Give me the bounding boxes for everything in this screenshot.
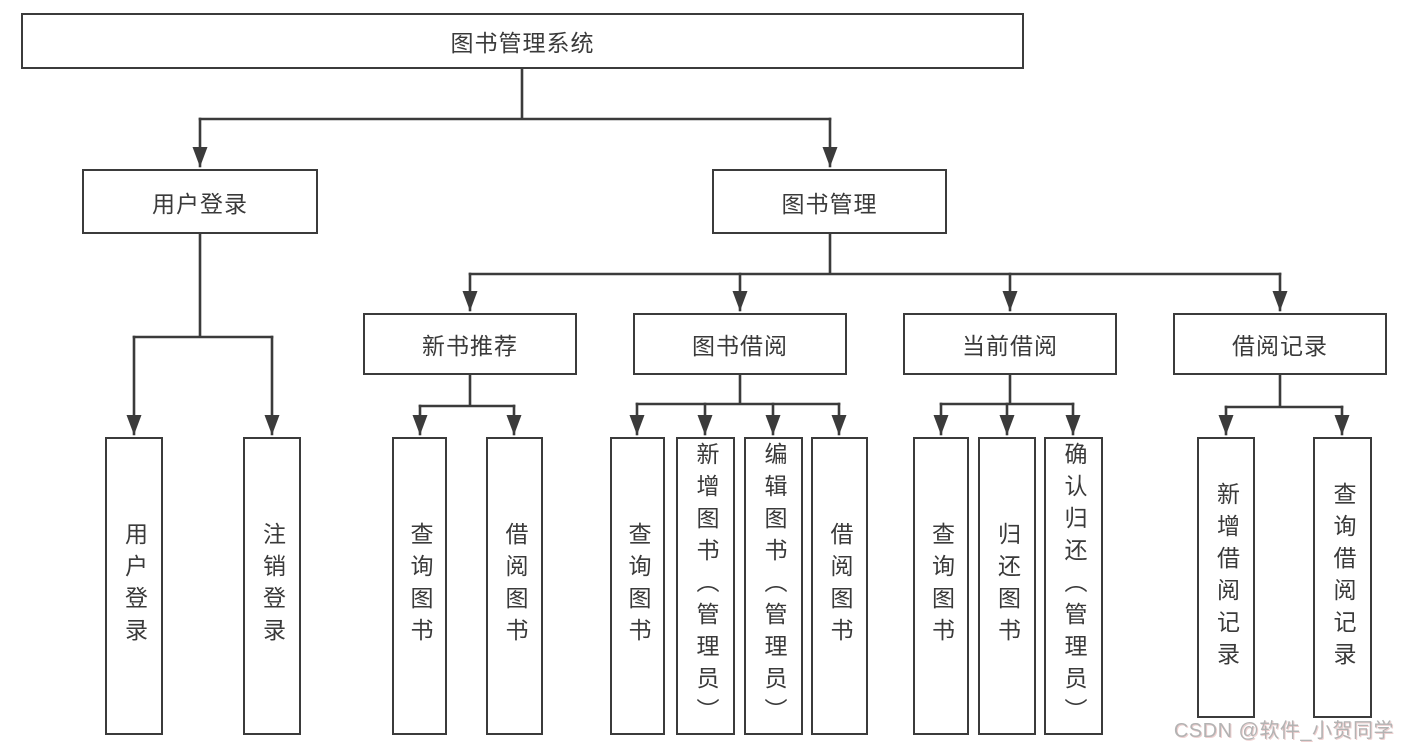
connector-group-user-login xyxy=(126,232,280,436)
node-label: 图书借阅 xyxy=(692,333,788,359)
node-book-management: 图书管理 xyxy=(712,169,947,234)
leaf-query-borrow-record: 查询借阅记录 xyxy=(1313,437,1372,718)
leaf-add-borrow-record: 新增借阅记录 xyxy=(1197,437,1255,718)
leaf-confirm-return-admin: 确认归还（管理员） xyxy=(1044,437,1103,735)
node-label: 用户登录 xyxy=(152,190,248,217)
node-borrow-records: 借阅记录 xyxy=(1173,313,1387,375)
node-book-borrow: 图书借阅 xyxy=(633,313,847,375)
leaf-query-books: 查询图书 xyxy=(913,437,969,735)
connector-group-new-book xyxy=(412,373,522,436)
leaf-query-books: 查询图书 xyxy=(610,437,665,735)
node-label: 用户登录 xyxy=(121,522,148,650)
node-new-book-recommend: 新书推荐 xyxy=(363,313,577,375)
connector-group-borrow-records xyxy=(1218,373,1350,436)
node-label: 借阅记录 xyxy=(1232,333,1328,359)
leaf-query-books: 查询图书 xyxy=(392,437,447,735)
leaf-logout-login: 注销登录 xyxy=(243,437,301,735)
node-label: 编辑图书（管理员） xyxy=(761,442,787,730)
leaf-borrow-books: 借阅图书 xyxy=(486,437,543,735)
leaf-user-login: 用户登录 xyxy=(105,437,163,735)
node-label: 查询借阅记录 xyxy=(1330,481,1356,674)
node-library-management-system: 图书管理系统 xyxy=(21,13,1024,69)
node-label: 注销登录 xyxy=(259,522,286,650)
node-label: 图书管理系统 xyxy=(450,30,595,56)
leaf-add-books-admin: 新增图书（管理员） xyxy=(676,437,735,735)
connector-group-book-management xyxy=(462,232,1288,312)
csdn-watermark: CSDN @软件_小贺同学 xyxy=(1173,720,1394,742)
node-label: 查询图书 xyxy=(928,522,955,650)
node-label: 新书推荐 xyxy=(422,333,518,359)
node-label: 查询图书 xyxy=(407,522,433,650)
leaf-return-books: 归还图书 xyxy=(978,437,1036,735)
node-current-borrow: 当前借阅 xyxy=(903,313,1117,375)
node-label: 归还图书 xyxy=(994,522,1021,650)
node-label: 确认归还（管理员） xyxy=(1061,442,1087,730)
connector-group-current-borrow xyxy=(933,373,1081,436)
node-label: 借阅图书 xyxy=(502,522,528,650)
node-label: 借阅图书 xyxy=(827,522,853,650)
node-label: 图书管理 xyxy=(781,190,878,217)
connector-group-book-borrow xyxy=(629,373,847,436)
connector-group-root xyxy=(192,67,838,168)
node-label: 查询图书 xyxy=(625,522,651,650)
leaf-edit-books-admin: 编辑图书（管理员） xyxy=(744,437,803,735)
node-label: 当前借阅 xyxy=(962,333,1058,359)
node-label: 新增图书（管理员） xyxy=(693,442,719,730)
leaf-borrow-books: 借阅图书 xyxy=(811,437,868,735)
node-user-login: 用户登录 xyxy=(82,169,318,234)
node-label: 新增借阅记录 xyxy=(1213,481,1240,674)
